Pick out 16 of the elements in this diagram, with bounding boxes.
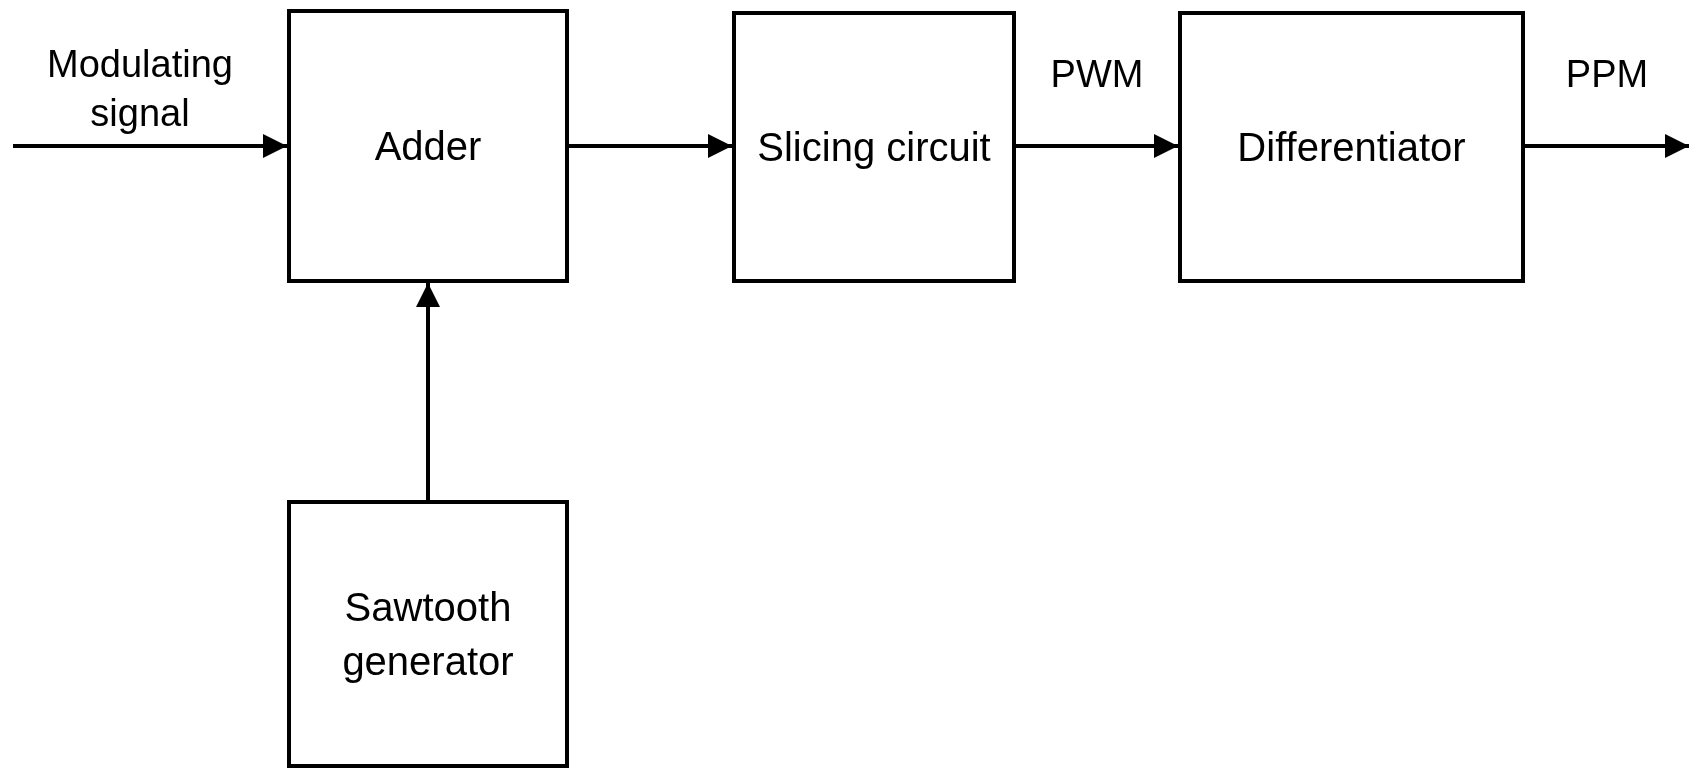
process-box xyxy=(1178,11,1525,283)
arrow xyxy=(13,134,287,158)
arrow xyxy=(1525,134,1689,158)
process-box xyxy=(732,11,1016,283)
block-label: Slicing circuit xyxy=(757,124,991,171)
arrow xyxy=(1016,134,1178,158)
block-label: Sawtooth generator xyxy=(341,584,515,685)
process-box xyxy=(287,9,569,283)
arrow xyxy=(569,134,732,158)
arrow xyxy=(416,283,440,500)
edge-label: PWM xyxy=(1049,52,1145,97)
edge-label: PPM xyxy=(1564,52,1650,97)
block-label: Adder xyxy=(374,123,482,170)
block-label: Differentiator xyxy=(1237,124,1466,171)
edge-label: Modulating signal xyxy=(46,42,234,137)
process-box xyxy=(287,500,569,768)
